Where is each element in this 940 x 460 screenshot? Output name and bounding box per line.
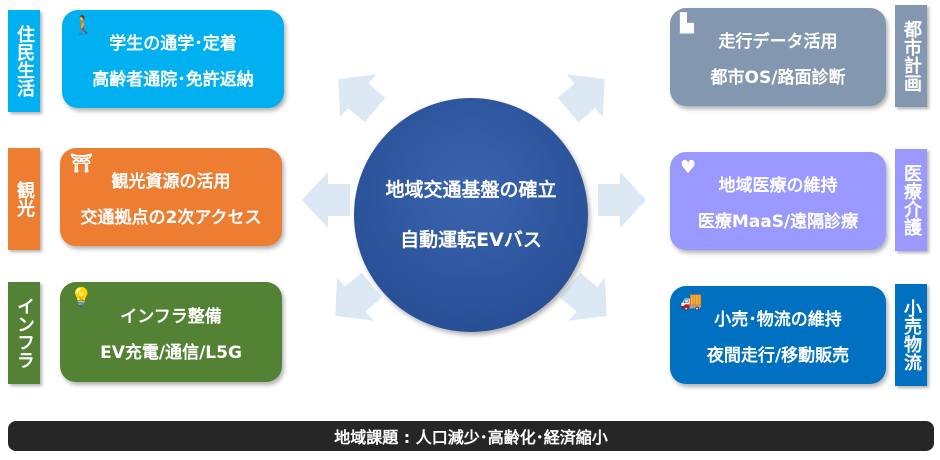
truck-icon: 🚚 <box>680 291 703 312</box>
card-line1: 地域医療の維持 <box>718 176 838 196</box>
center-circle: 地域交通基盤の確立 自動運転EVバス <box>354 98 588 332</box>
category-label-medical: 医療介護 <box>895 149 927 251</box>
label-text: インフラ <box>14 297 35 369</box>
card-line2: EV充電/通信/L5G <box>100 343 242 363</box>
card-line1: 走行データ活用 <box>718 32 838 52</box>
card-line1: 学生の通学･定着 <box>109 34 237 54</box>
card-infra: 💡 インフラ整備 EV充電/通信/L5G <box>60 282 282 382</box>
card-tourism: ⛩ 観光資源の活用 交通拠点の2次アクセス <box>60 148 282 246</box>
heart-icon: ♥ <box>680 157 697 178</box>
building-icon: ▙ <box>680 13 694 34</box>
card-line2: 医療MaaS/遠隔診療 <box>697 212 859 232</box>
label-text: 住民生活 <box>14 25 35 97</box>
card-line2: 夜間走行/移動販売 <box>706 346 850 366</box>
footer-issue-bar: 地域課題 : 人口減少･高齢化･経済縮小 <box>8 421 934 451</box>
card-line1: 小売･物流の維持 <box>714 310 842 330</box>
center-subtitle: 自動運転EVバス <box>400 229 542 251</box>
category-label-infra: インフラ <box>8 282 40 384</box>
card-urban: ▙ 走行データ活用 都市OS/路面診断 <box>670 8 886 106</box>
category-label-retail: 小売物流 <box>895 284 927 386</box>
elderly-person-icon: 🚶 <box>72 15 95 36</box>
card-line2: 交通拠点の2次アクセス <box>80 208 262 228</box>
card-line1: インフラ整備 <box>120 307 222 327</box>
label-text: 小売物流 <box>901 299 922 371</box>
card-resident: 🚶 学生の通学･定着 高齢者通院･免許返納 <box>62 10 284 108</box>
card-line1: 観光資源の活用 <box>111 172 231 192</box>
arrow-up-right <box>557 74 605 123</box>
category-label-resident: 住民生活 <box>8 10 40 112</box>
arrow-right <box>598 172 646 228</box>
arrow-down-right <box>559 272 607 321</box>
castle-icon: ⛩ <box>70 153 93 174</box>
arrow-down-left <box>335 272 383 321</box>
label-text: 医療介護 <box>901 164 922 236</box>
arrow-up-left <box>338 74 386 123</box>
card-line2: 高齢者通院･免許返納 <box>92 70 254 90</box>
category-label-tourism: 観光 <box>8 148 40 250</box>
arrow-left <box>302 172 350 228</box>
footer-text: 地域課題 : 人口減少･高齢化･経済縮小 <box>334 428 608 447</box>
label-text: 都市計画 <box>901 20 922 92</box>
center-title: 地域交通基盤の確立 <box>385 179 557 201</box>
lightbulb-icon: 💡 <box>70 287 93 308</box>
label-text: 観光 <box>14 181 35 217</box>
category-label-urban: 都市計画 <box>895 5 927 107</box>
card-line2: 都市OS/路面診断 <box>710 68 846 88</box>
card-retail: 🚚 小売･物流の維持 夜間走行/移動販売 <box>670 286 886 384</box>
card-medical: ♥ 地域医療の維持 医療MaaS/遠隔診療 <box>670 152 886 250</box>
